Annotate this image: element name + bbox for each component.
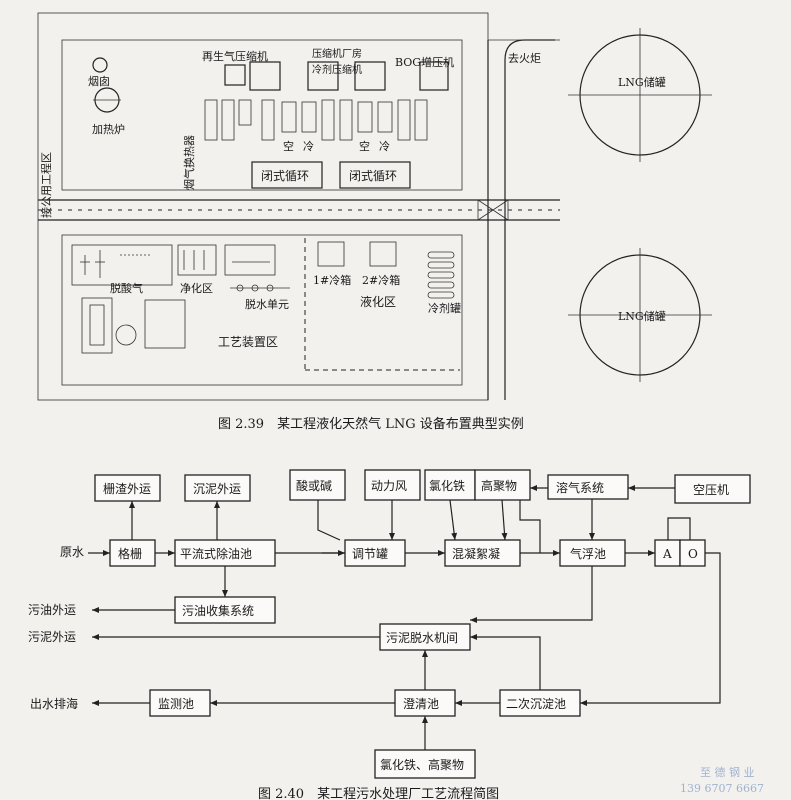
figure1-caption: 图 2.39 某工程液化天然气 LNG 设备布置典型实例 bbox=[218, 416, 524, 432]
acid-base-label: 酸或碱 bbox=[296, 478, 332, 493]
ferric-chloride-box bbox=[424, 469, 476, 501]
refrig-tanks bbox=[427, 251, 455, 299]
sludge-out-label: 污泥外运 bbox=[28, 630, 76, 644]
public-area-label: 接公用工程区 bbox=[40, 152, 53, 218]
tank-top-label: LNG储罐 bbox=[618, 75, 666, 89]
pipe-rack bbox=[38, 199, 560, 221]
liquefaction-label: 液化区 bbox=[360, 294, 396, 309]
grid-waste-box bbox=[94, 474, 161, 502]
chimney-heater bbox=[92, 57, 121, 113]
air-compressor-box bbox=[674, 474, 751, 504]
discharge-label: 出水排海 bbox=[30, 696, 78, 711]
deacid-label: 脱酸气 bbox=[110, 281, 143, 295]
flare-label: 去火炬 bbox=[508, 52, 541, 65]
dehydrate-label: 脱水单元 bbox=[245, 297, 289, 311]
lng-tank-bottom bbox=[568, 248, 712, 382]
chimney-label: 烟囱 bbox=[88, 74, 110, 88]
ferric-chloride-label: 氯化铁 bbox=[429, 479, 465, 493]
lng-tank-top bbox=[568, 28, 712, 162]
sludge-dewater-label: 污泥脱水机间 bbox=[386, 630, 458, 645]
closed-loop-box-2 bbox=[339, 161, 411, 189]
o-tank-label: O bbox=[688, 547, 698, 561]
grid-waste-label: 栅渣外运 bbox=[103, 481, 151, 496]
raw-water-label: 原水 bbox=[60, 545, 84, 559]
refrig-comp-label: 冷剂压缩机 bbox=[312, 63, 362, 76]
a-tank-label: A bbox=[662, 547, 672, 561]
air-compressor-label: 空压机 bbox=[693, 483, 729, 497]
refrig-tank-label: 冷剂罐 bbox=[428, 301, 461, 315]
dissolved-air-box bbox=[547, 474, 629, 500]
watermark-line2: 139 6707 6667 bbox=[680, 782, 764, 795]
closed-loop-label-2: 闭式循环 bbox=[349, 169, 397, 183]
flow-diagram: 栅渣外运 沉泥外运 酸或碱 动力风 氯化铁 高聚物 溶气系统 空压机 原水 格栅… bbox=[28, 469, 751, 800]
equalization-label: 调节罐 bbox=[352, 547, 388, 561]
air-label-1: 空 bbox=[283, 139, 294, 153]
coldbox-1-label: 1#冷箱 bbox=[313, 273, 351, 287]
air-label-2: 空 bbox=[359, 139, 370, 153]
clarifier-label: 澄清池 bbox=[403, 696, 439, 711]
monitor-box bbox=[149, 689, 211, 717]
polymer-label: 高聚物 bbox=[481, 478, 517, 493]
compressor-area bbox=[61, 39, 463, 191]
bottom-chem-label: 氯化铁、高聚物 bbox=[380, 757, 464, 772]
oil-sep-box bbox=[174, 539, 276, 567]
grille-box bbox=[109, 539, 156, 567]
oil-sep-label: 平流式除油池 bbox=[180, 546, 252, 561]
sludge-out-top-label: 沉泥外运 bbox=[193, 482, 241, 496]
flue-hx-label: 烟气换热器 bbox=[182, 135, 196, 190]
purify-label: 净化区 bbox=[180, 281, 213, 295]
process-area bbox=[61, 234, 463, 386]
grille-label: 格栅 bbox=[118, 546, 142, 561]
tank-bottom-label: LNG储罐 bbox=[618, 309, 666, 323]
cold-label-1: 冷 bbox=[303, 140, 314, 153]
flotation-label: 气浮池 bbox=[570, 546, 606, 561]
oil-out-label: 污油外运 bbox=[28, 603, 76, 617]
process-area-label: 工艺装置区 bbox=[218, 335, 278, 349]
coldbox-2-label: 2#冷箱 bbox=[362, 273, 400, 287]
comp-room-label: 压缩机厂房 bbox=[312, 47, 362, 60]
o-tank-box bbox=[679, 539, 706, 567]
regen-comp-label: 再生气压缩机 bbox=[202, 49, 268, 63]
power-air-label: 动力风 bbox=[371, 479, 407, 493]
monitor-label: 监测池 bbox=[158, 697, 194, 711]
layout-diagram: 烟囱 加热炉 接公用工程区 烟气换热器 再生气压缩机 压缩机厂房 冷剂压缩机 B… bbox=[37, 12, 712, 432]
flow-arrows bbox=[88, 485, 721, 750]
exchanger-row bbox=[204, 99, 428, 141]
coag-floc-label: 混凝絮凝 bbox=[452, 546, 500, 561]
watermark-line1: 至 德 钢 业 bbox=[700, 765, 755, 779]
oil-collect-label: 污油收集系统 bbox=[182, 603, 254, 618]
dissolved-air-label: 溶气系统 bbox=[556, 480, 604, 495]
secondary-label: 二次沉淀池 bbox=[506, 697, 566, 711]
closed-loop-label-1: 闭式循环 bbox=[261, 169, 309, 183]
closed-loop-box-1 bbox=[251, 161, 323, 189]
bog-comp-label: BOG增压机 bbox=[395, 55, 454, 69]
heater-label: 加热炉 bbox=[92, 123, 125, 136]
cold-label-2: 冷 bbox=[379, 140, 390, 153]
polymer-box bbox=[474, 469, 531, 501]
figure2-caption: 图 2.40 某工程污水处理厂工艺流程简图 bbox=[258, 786, 499, 800]
